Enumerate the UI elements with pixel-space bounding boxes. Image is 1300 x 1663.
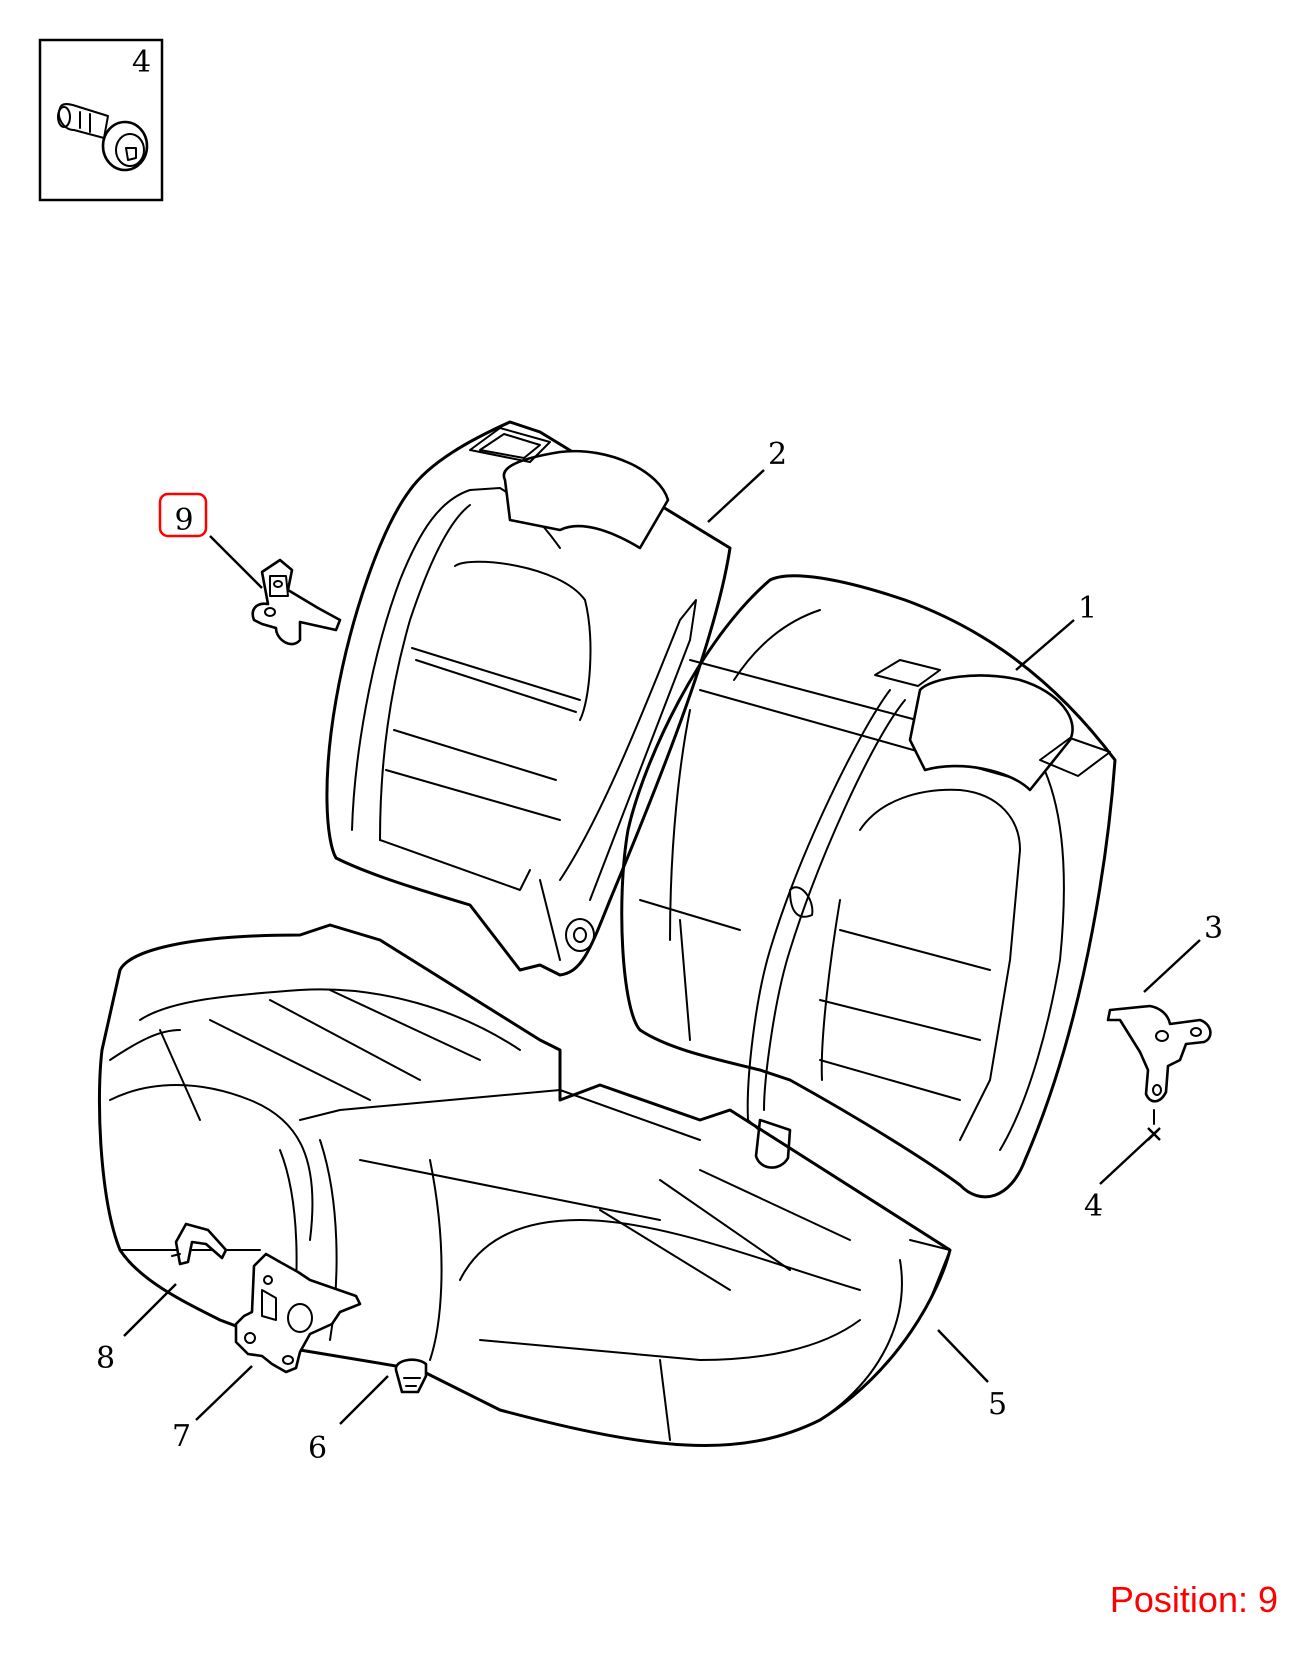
inset-callout-4[interactable]: 4 bbox=[132, 45, 151, 80]
callout-8[interactable]: 8 bbox=[96, 1341, 115, 1376]
inset-box: 4 bbox=[38, 38, 164, 202]
bolt-icon bbox=[57, 103, 149, 172]
seat-cushion bbox=[97, 923, 952, 1447]
part-7-plate bbox=[234, 1252, 362, 1374]
callout-5[interactable]: 5 bbox=[988, 1387, 1007, 1422]
callout-2[interactable]: 2 bbox=[768, 437, 787, 472]
right-backrest bbox=[620, 574, 1117, 1199]
callout-9[interactable]: 9 bbox=[174, 503, 193, 538]
part-3-bracket bbox=[1106, 1004, 1212, 1141]
callout-3[interactable]: 3 bbox=[1204, 911, 1223, 946]
leader-lines bbox=[123, 469, 1201, 1425]
callout-9-highlight bbox=[158, 492, 208, 538]
part-8-clip bbox=[171, 1222, 228, 1266]
callout-4[interactable]: 4 bbox=[1084, 1189, 1103, 1224]
callout-1[interactable]: 1 bbox=[1078, 591, 1097, 626]
left-backrest bbox=[325, 420, 732, 977]
position-label: Position: 9 bbox=[1109, 1579, 1278, 1620]
part-9-bracket bbox=[251, 558, 342, 646]
callout-7[interactable]: 7 bbox=[172, 1419, 191, 1454]
part-6-plug bbox=[394, 1358, 428, 1394]
callout-6[interactable]: 6 bbox=[308, 1431, 327, 1466]
